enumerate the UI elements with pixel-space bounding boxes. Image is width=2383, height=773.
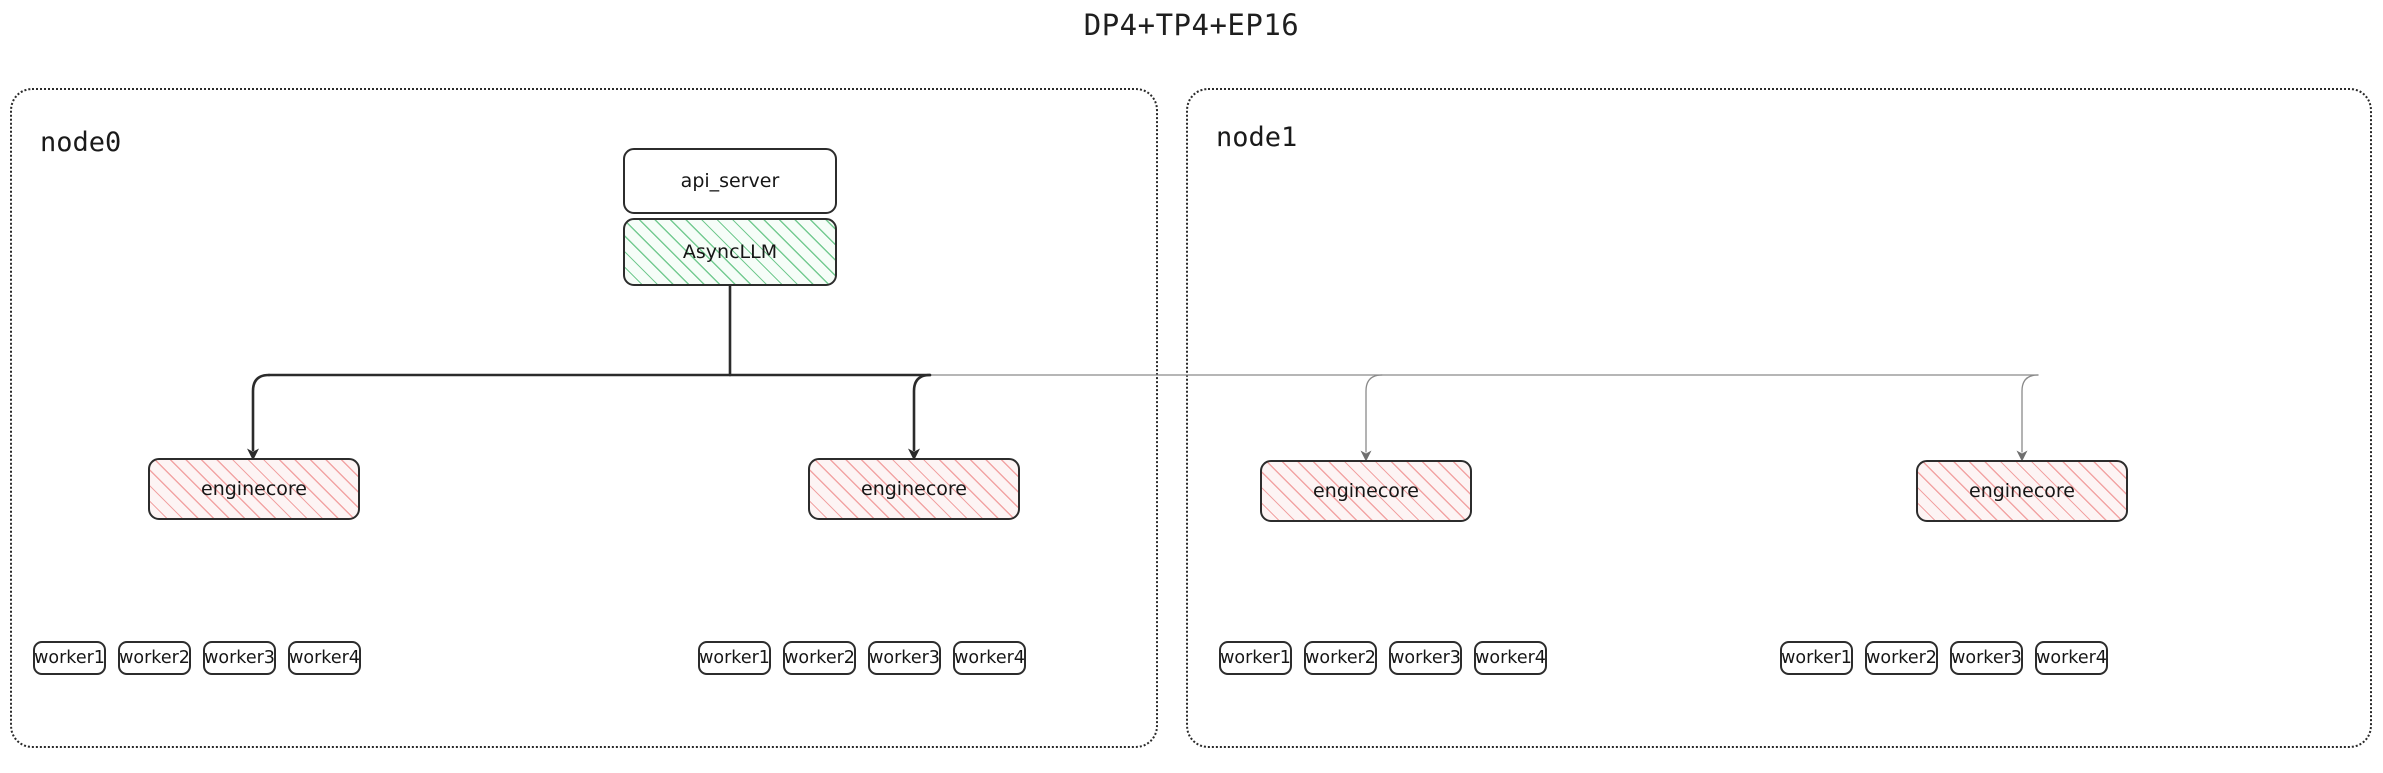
worker-box[interactable]: worker2 [1865,641,1938,675]
worker-label: worker3 [1390,648,1461,668]
worker-label: worker2 [119,648,190,668]
async-llm-box[interactable]: AsyncLLM [623,218,837,286]
enginecore-label: enginecore [1969,480,2075,502]
worker-box[interactable]: worker2 [1304,641,1377,675]
diagram-title: DP4+TP4+EP16 [1083,8,1300,42]
worker-label: worker4 [954,648,1025,668]
node-label-node1: node1 [1216,122,1298,153]
worker-label: worker4 [289,648,360,668]
worker-label: worker3 [204,648,275,668]
worker-label: worker1 [34,648,105,668]
worker-label: worker1 [1220,648,1291,668]
worker-label: worker4 [2036,648,2107,668]
worker-label: worker2 [1305,648,1376,668]
worker-box[interactable]: worker4 [2035,641,2108,675]
worker-box[interactable]: worker4 [288,641,361,675]
enginecore-box[interactable]: enginecore [808,458,1020,520]
async-llm-label: AsyncLLM [682,241,778,263]
node-container-node1 [1186,88,2372,748]
api-server-box[interactable]: api_server [623,148,837,214]
worker-box[interactable]: worker4 [1474,641,1547,675]
worker-box[interactable]: worker3 [1950,641,2023,675]
enginecore-box[interactable]: enginecore [148,458,360,520]
worker-box[interactable]: worker1 [698,641,771,675]
edge-arrow-enginecore-1 [908,373,932,461]
enginecore-box[interactable]: enginecore [1916,460,2128,522]
worker-box[interactable]: worker1 [1780,641,1853,675]
edge-arrow-enginecore-3 [2016,374,2039,462]
worker-label: worker2 [784,648,855,668]
worker-box[interactable]: worker3 [203,641,276,675]
worker-label: worker1 [1781,648,1852,668]
enginecore-label: enginecore [201,478,307,500]
worker-label: worker2 [1866,648,1937,668]
worker-box[interactable]: worker1 [33,641,106,675]
enginecore-box[interactable]: enginecore [1260,460,1472,522]
worker-label: worker3 [1951,648,2022,668]
worker-label: worker3 [869,648,940,668]
worker-box[interactable]: worker4 [953,641,1026,675]
api-server-label: api_server [680,170,780,192]
enginecore-label: enginecore [861,478,967,500]
worker-box[interactable]: worker2 [118,641,191,675]
worker-label: worker1 [699,648,770,668]
enginecore-label: enginecore [1313,480,1419,502]
worker-box[interactable]: worker1 [1219,641,1292,675]
node-container-node0 [10,88,1158,748]
worker-box[interactable]: worker2 [783,641,856,675]
worker-box[interactable]: worker3 [1389,641,1462,675]
edge-arrow-enginecore-2 [1360,374,1383,462]
edge-arrow-enginecore-0 [247,373,271,461]
worker-box[interactable]: worker3 [868,641,941,675]
node-label-node0: node0 [40,127,122,158]
worker-label: worker4 [1475,648,1546,668]
